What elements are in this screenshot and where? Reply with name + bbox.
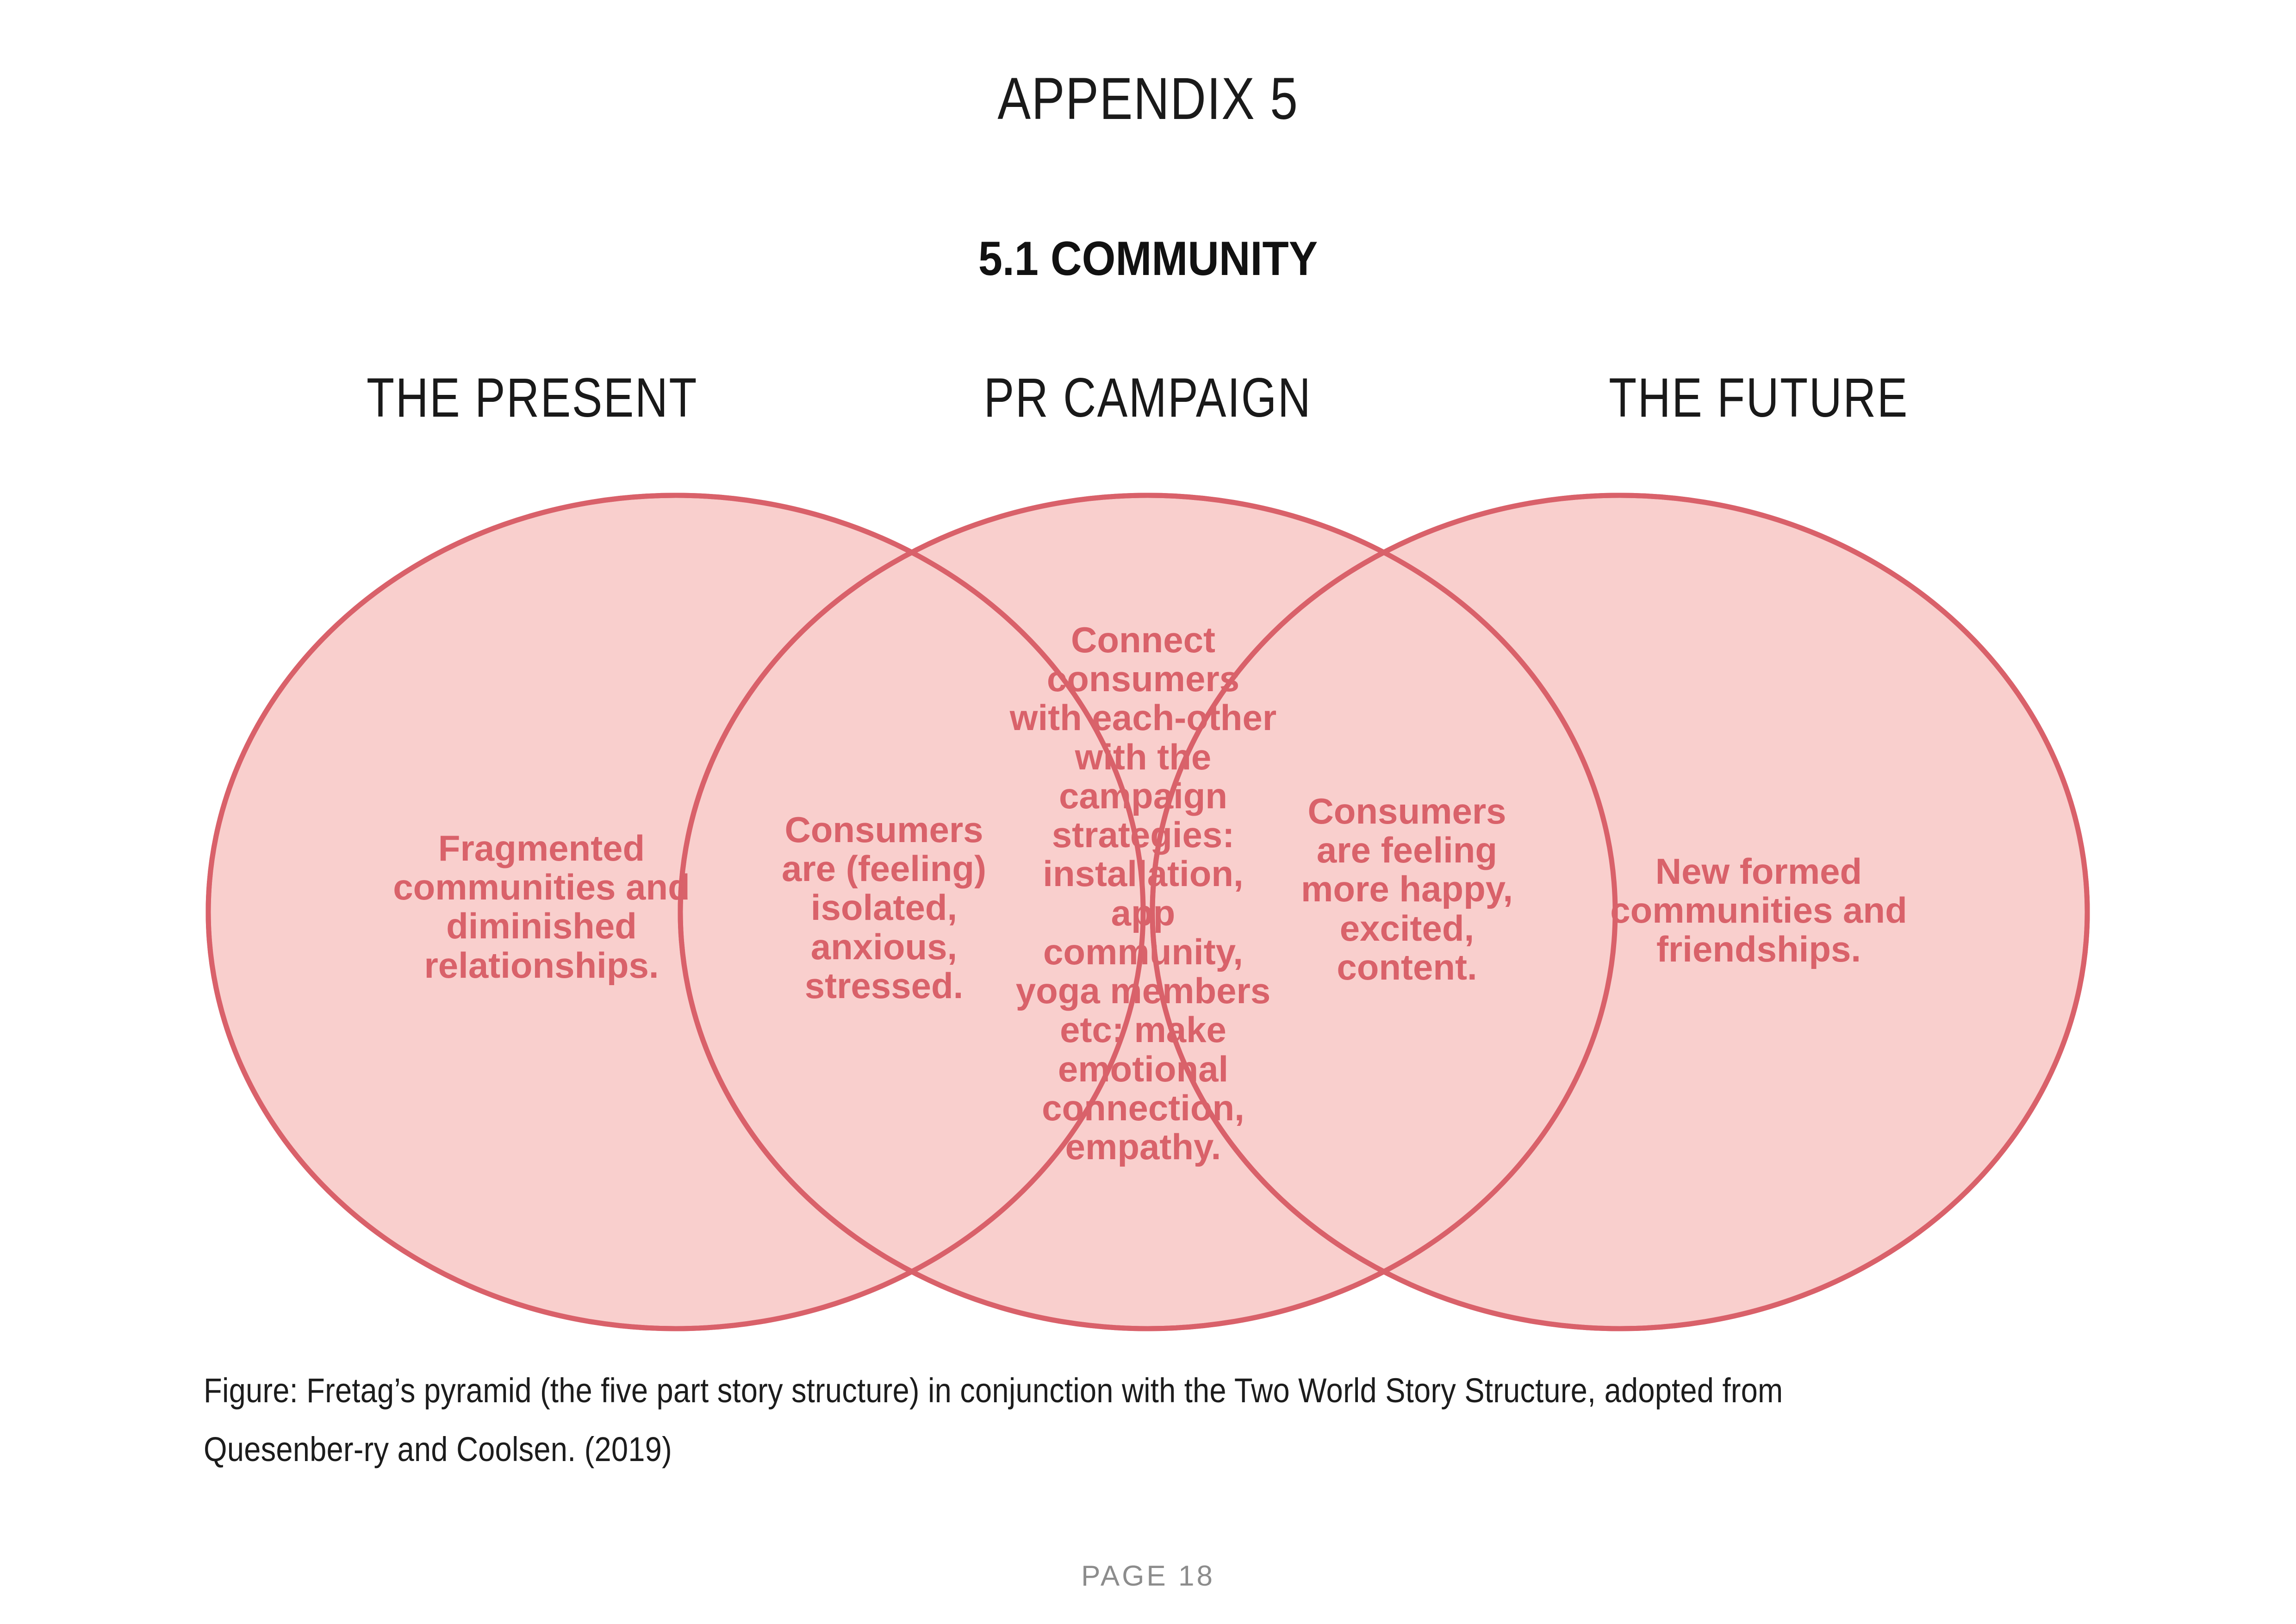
venn-ellipse-campaign-outline <box>678 493 1618 1331</box>
venn-ellipse-present-outline <box>205 493 1146 1331</box>
page-title: APPENDIX 5 <box>997 66 1299 132</box>
venn-label-campaign: Connect consumers with each-other with t… <box>1009 619 1277 1168</box>
column-heading-future: THE FUTURE <box>1609 367 1909 429</box>
venn-ellipse-future-outline <box>1150 493 2090 1331</box>
section-title: 5.1 COMMUNITY <box>978 232 1318 286</box>
page-number-footer: PAGE 18 <box>1081 1560 1215 1592</box>
venn-diagram-svg <box>205 493 2090 1331</box>
venn-column-headings: THE PRESENT PR CAMPAIGN THE FUTURE <box>0 366 2296 449</box>
venn-label-overlap-campaign-future: Consumers are feeling more happy, excite… <box>1301 791 1513 987</box>
venn-diagram <box>0 472 2296 1352</box>
column-heading-campaign: PR CAMPAIGN <box>983 367 1312 429</box>
venn-label-overlap-present-campaign: Consumers are (feeling) isolated, anxiou… <box>781 809 987 1006</box>
venn-label-future: New formed communities and friendships. <box>1610 851 1907 970</box>
venn-label-present: Fragmented communities and diminished re… <box>393 828 690 986</box>
column-heading-present: THE PRESENT <box>367 367 698 429</box>
figure-caption: Figure: Fretag’s pyramid (the five part … <box>204 1371 1783 1469</box>
